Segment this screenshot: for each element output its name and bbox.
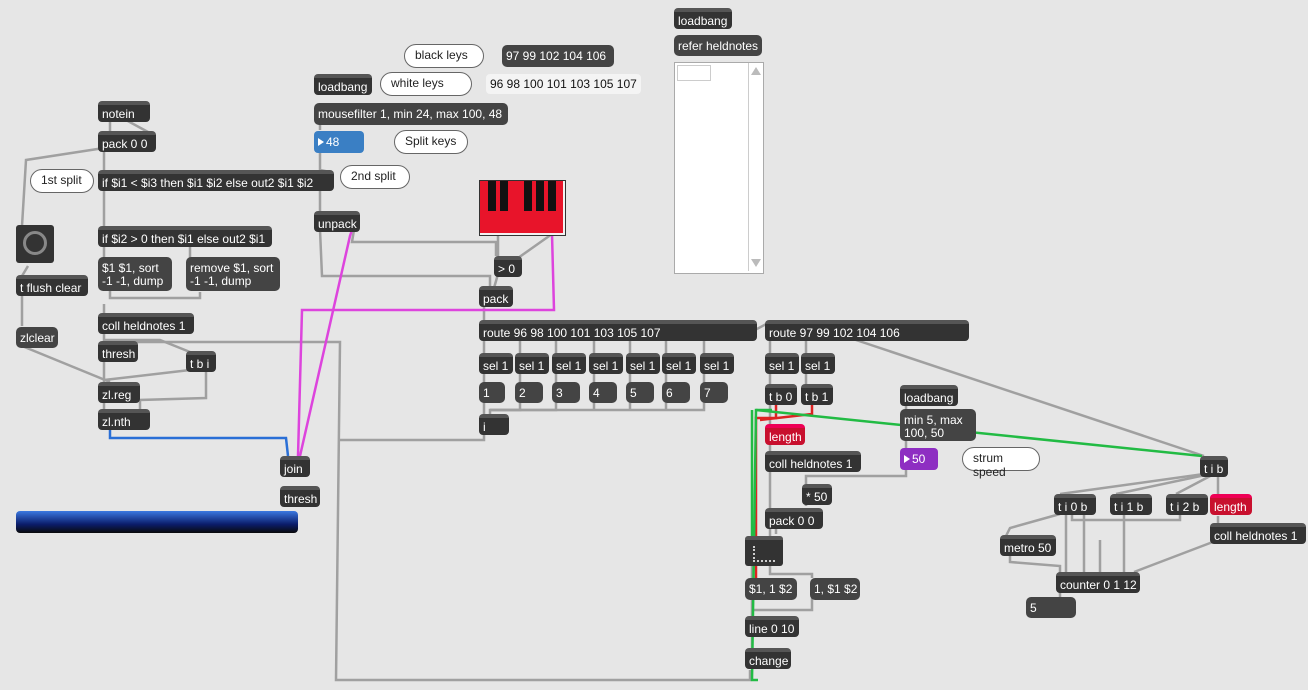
t-b-0[interactable]: t b 0 (765, 384, 797, 405)
multiply-50[interactable]: * 50 (802, 484, 832, 505)
line-0-10[interactable]: line 0 10 (745, 616, 799, 637)
white-key[interactable] (552, 181, 563, 233)
line-end-message[interactable]: 1, $1 $2 (810, 578, 860, 600)
black-key[interactable] (488, 181, 496, 211)
t-i-0-b[interactable]: t i 0 b (1054, 494, 1096, 515)
t-b-1[interactable]: t b 1 (801, 384, 833, 405)
comment-white-keys: white leys (380, 72, 472, 96)
comment-strum-speed: strum speed (962, 447, 1040, 479)
strum-value: 50 (912, 452, 926, 466)
change[interactable]: change (745, 648, 791, 669)
black-key[interactable] (500, 181, 508, 211)
list-cell (677, 65, 711, 81)
dotted-line-icon (753, 546, 775, 562)
mousefilter-message[interactable]: mousefilter 1, min 24, max 100, 48 (314, 103, 508, 125)
comment-split-keys: Split keys (394, 130, 468, 154)
unpack[interactable]: unpack (314, 211, 360, 232)
t-i-b[interactable]: t i b (1200, 456, 1228, 477)
toggle-button[interactable] (16, 225, 54, 263)
metro-50[interactable]: metro 50 (1000, 535, 1056, 556)
toggle-ring-icon (23, 231, 47, 255)
remove-message[interactable]: remove $1, sort -1 -1, dump (186, 257, 280, 291)
zl-nth[interactable]: zl.nth (98, 409, 150, 430)
gt-zero[interactable]: > 0 (494, 256, 522, 277)
split-number-box[interactable]: 48 (314, 131, 364, 153)
msg-4[interactable]: 4 (589, 382, 617, 403)
sel-1-white-7[interactable]: sel 1 (700, 353, 734, 374)
multislider-display[interactable] (745, 536, 783, 566)
sel-1-black-1[interactable]: sel 1 (765, 353, 799, 374)
t-i-1-b[interactable]: t i 1 b (1110, 494, 1152, 515)
zl-reg[interactable]: zl.reg (98, 382, 140, 403)
sel-1-white-3[interactable]: sel 1 (552, 353, 586, 374)
msg-6[interactable]: 6 (662, 382, 690, 403)
line-start-message[interactable]: $1, 1 $2 (745, 578, 797, 600)
t-flush-clear[interactable]: t flush clear (16, 275, 88, 296)
number-5[interactable]: 5 (1026, 597, 1076, 618)
sel-1-white-4[interactable]: sel 1 (589, 353, 623, 374)
sel-1-white-5[interactable]: sel 1 (626, 353, 660, 374)
scroll-up-icon[interactable] (751, 67, 761, 75)
min-max-message[interactable]: min 5, max 100, 50 (900, 409, 976, 441)
sort-message[interactable]: $1 $1, sort -1 -1, dump (98, 257, 172, 291)
counter-0-1-12[interactable]: counter 0 1 12 (1056, 572, 1140, 593)
coll-heldnotes-3[interactable]: coll heldnotes 1 (1210, 523, 1306, 544)
split-value: 48 (326, 135, 340, 149)
black-key[interactable] (524, 181, 532, 211)
msg-1[interactable]: 1 (479, 382, 505, 403)
pack-0-0-b[interactable]: pack 0 0 (765, 508, 823, 529)
msg-3[interactable]: 3 (552, 382, 580, 403)
coll-heldnotes-1[interactable]: coll heldnotes 1 (98, 313, 194, 334)
if-split-object[interactable]: if $i1 < $i3 then $i1 $i2 else out2 $i1 … (98, 170, 334, 191)
heldnotes-list-panel[interactable] (674, 62, 764, 274)
t-i-2-b[interactable]: t i 2 b (1166, 494, 1208, 515)
sel-1-white-1[interactable]: sel 1 (479, 353, 513, 374)
black-key[interactable] (548, 181, 556, 211)
sel-1-black-2[interactable]: sel 1 (801, 353, 835, 374)
t-b-i[interactable]: t b i (186, 351, 216, 372)
scrollbar[interactable] (748, 63, 763, 271)
horizontal-slider[interactable] (16, 511, 298, 533)
notein[interactable]: notein (98, 101, 150, 122)
refer-heldnotes-message[interactable]: refer heldnotes (674, 35, 762, 56)
sel-1-white-6[interactable]: sel 1 (662, 353, 696, 374)
strum-number-box[interactable]: 50 (900, 448, 938, 470)
route-black-keys[interactable]: route 97 99 102 104 106 (765, 320, 969, 341)
zlclear-message[interactable]: zlclear (16, 327, 58, 348)
if-velocity-object[interactable]: if $i2 > 0 then $i1 else out2 $i1 (98, 226, 272, 247)
length-1[interactable]: length (765, 424, 805, 445)
msg-5[interactable]: 5 (626, 382, 654, 403)
length-2[interactable]: length (1210, 494, 1252, 515)
white-keys-message[interactable]: 96 98 100 101 103 105 107 (486, 74, 641, 94)
route-white-keys[interactable]: route 96 98 100 101 103 105 107 (479, 320, 757, 341)
join[interactable]: join (280, 456, 310, 477)
scroll-down-icon[interactable] (751, 259, 761, 267)
thresh-2[interactable]: thresh (280, 486, 320, 507)
comment-black-keys: black leys (404, 44, 484, 68)
sel-1-white-2[interactable]: sel 1 (515, 353, 549, 374)
pack[interactable]: pack (479, 286, 513, 307)
play-triangle-icon (318, 138, 324, 146)
comment-1st-split: 1st split (30, 169, 94, 193)
black-key[interactable] (536, 181, 544, 211)
msg-2[interactable]: 2 (515, 382, 543, 403)
comment-2nd-split: 2nd split (340, 165, 410, 189)
pack-0-0-a[interactable]: pack 0 0 (98, 131, 156, 152)
keyboard-slider[interactable] (479, 180, 566, 236)
msg-7[interactable]: 7 (700, 382, 728, 403)
loadbang-top[interactable]: loadbang (674, 8, 732, 29)
black-keys-message[interactable]: 97 99 102 104 106 (502, 45, 614, 67)
loadbang-strum[interactable]: loadbang (900, 385, 958, 406)
i-object[interactable]: i (479, 414, 509, 435)
thresh-1[interactable]: thresh (98, 341, 138, 362)
coll-heldnotes-2[interactable]: coll heldnotes 1 (765, 451, 861, 472)
loadbang-mid[interactable]: loadbang (314, 74, 372, 95)
play-triangle-icon (904, 455, 910, 463)
